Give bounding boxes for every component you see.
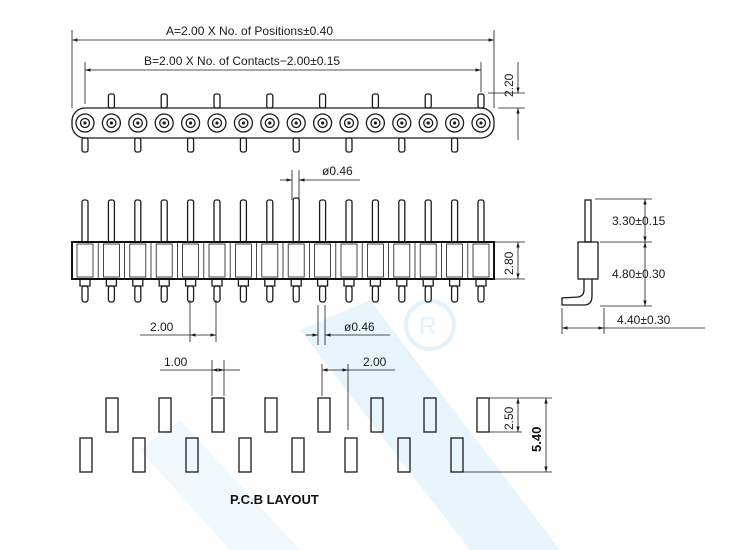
body-height-label: 2.80 xyxy=(502,251,516,275)
pad-row-span-label: 5.40 xyxy=(529,427,544,452)
top-pin-group xyxy=(75,93,491,153)
height-top-label: 2.20 xyxy=(502,73,516,97)
front-pin xyxy=(308,199,332,303)
pcb-pad-top xyxy=(423,397,437,433)
pitch-label: 2.00 xyxy=(150,320,174,334)
top-contact xyxy=(180,113,201,153)
top-contact xyxy=(312,93,333,133)
front-pin xyxy=(335,199,358,303)
upper-pin-length-label: 3.30±0.15 xyxy=(612,214,666,228)
top-view: A=2.00 X No. of Positions±0.40 B=2.00 X … xyxy=(71,24,525,153)
pad-width-label: 1.00 xyxy=(164,355,188,369)
pad-height-label: 2.50 xyxy=(502,406,516,430)
pcb-pad-bottom xyxy=(344,437,358,473)
front-pin xyxy=(256,199,279,303)
svg-text:R: R xyxy=(419,313,436,340)
pcb-pad-bottom xyxy=(238,437,252,473)
watermark: R xyxy=(140,299,560,550)
front-pin xyxy=(124,199,147,303)
front-pin xyxy=(150,199,173,303)
front-pin xyxy=(76,199,94,303)
pcb-pad-top xyxy=(264,397,278,433)
front-pin xyxy=(282,197,305,303)
side-housing xyxy=(577,241,599,280)
pcb-pad-bottom xyxy=(397,437,411,473)
front-pin xyxy=(97,199,120,303)
lower-pin-length-label: 4.80±0.30 xyxy=(612,267,666,281)
side-foot-length-label: 4.40±0.30 xyxy=(617,313,671,327)
front-pin xyxy=(414,199,437,303)
pcb-pad-bottom xyxy=(132,437,146,473)
front-view: ø0.46 2.80 2.00 ø0.46 xyxy=(71,164,525,345)
pcb-pad-top xyxy=(317,397,331,433)
pcb-pad-bottom xyxy=(291,437,305,473)
pcb-layout-title: P.C.B LAYOUT xyxy=(230,492,319,507)
front-pin xyxy=(229,199,252,303)
top-contact xyxy=(75,113,95,153)
front-pin xyxy=(467,199,490,303)
top-contact xyxy=(471,93,491,133)
top-contact xyxy=(260,93,280,133)
pcb-pad-top xyxy=(105,397,119,433)
b-formula: B=2.00 X No. of Contacts−2.00±0.15 xyxy=(144,54,340,68)
top-contact xyxy=(101,93,122,133)
front-pin xyxy=(388,199,411,303)
pcb-pad-top xyxy=(158,397,172,433)
pcb-pad-top xyxy=(370,397,384,433)
top-housing xyxy=(71,107,495,139)
pin-diameter-top-label: ø0.46 xyxy=(322,164,353,178)
pcb-pad-bottom xyxy=(79,437,93,473)
pcb-layout: 1.00 2.00 2.50 5.40 P.C.B LAYOUT xyxy=(79,355,552,507)
top-contact xyxy=(444,113,465,153)
top-contact xyxy=(365,93,386,133)
side-view: 3.30±0.15 4.80±0.30 4.40±0.30 xyxy=(561,198,705,334)
top-contact xyxy=(286,113,306,153)
side-foot xyxy=(561,279,593,306)
top-contact xyxy=(207,93,227,133)
pcb-pad-bottom xyxy=(185,437,199,473)
a-formula: A=2.00 X No. of Positions±0.40 xyxy=(166,24,333,38)
top-contact xyxy=(233,113,254,153)
pcb-pad-bottom xyxy=(450,437,464,473)
top-contact xyxy=(128,113,148,153)
front-pin xyxy=(176,199,200,303)
pin-diameter-bottom-label: ø0.46 xyxy=(344,320,375,334)
top-contact xyxy=(418,93,438,133)
pcb-pad-group xyxy=(79,397,490,473)
front-pin xyxy=(203,199,226,303)
pcb-pad-top xyxy=(211,397,225,433)
front-pin xyxy=(361,199,384,303)
top-contact xyxy=(339,113,359,153)
top-contact xyxy=(154,93,174,133)
front-pin-group xyxy=(71,197,495,303)
front-pin xyxy=(440,199,464,303)
pad-pitch-label: 2.00 xyxy=(363,355,387,369)
pcb-pad-top xyxy=(476,397,490,433)
top-contact xyxy=(392,113,412,153)
side-upper-pin xyxy=(584,199,592,243)
